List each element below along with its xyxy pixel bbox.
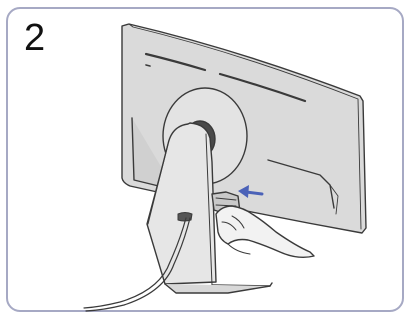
monitor-illustration [0,0,412,320]
